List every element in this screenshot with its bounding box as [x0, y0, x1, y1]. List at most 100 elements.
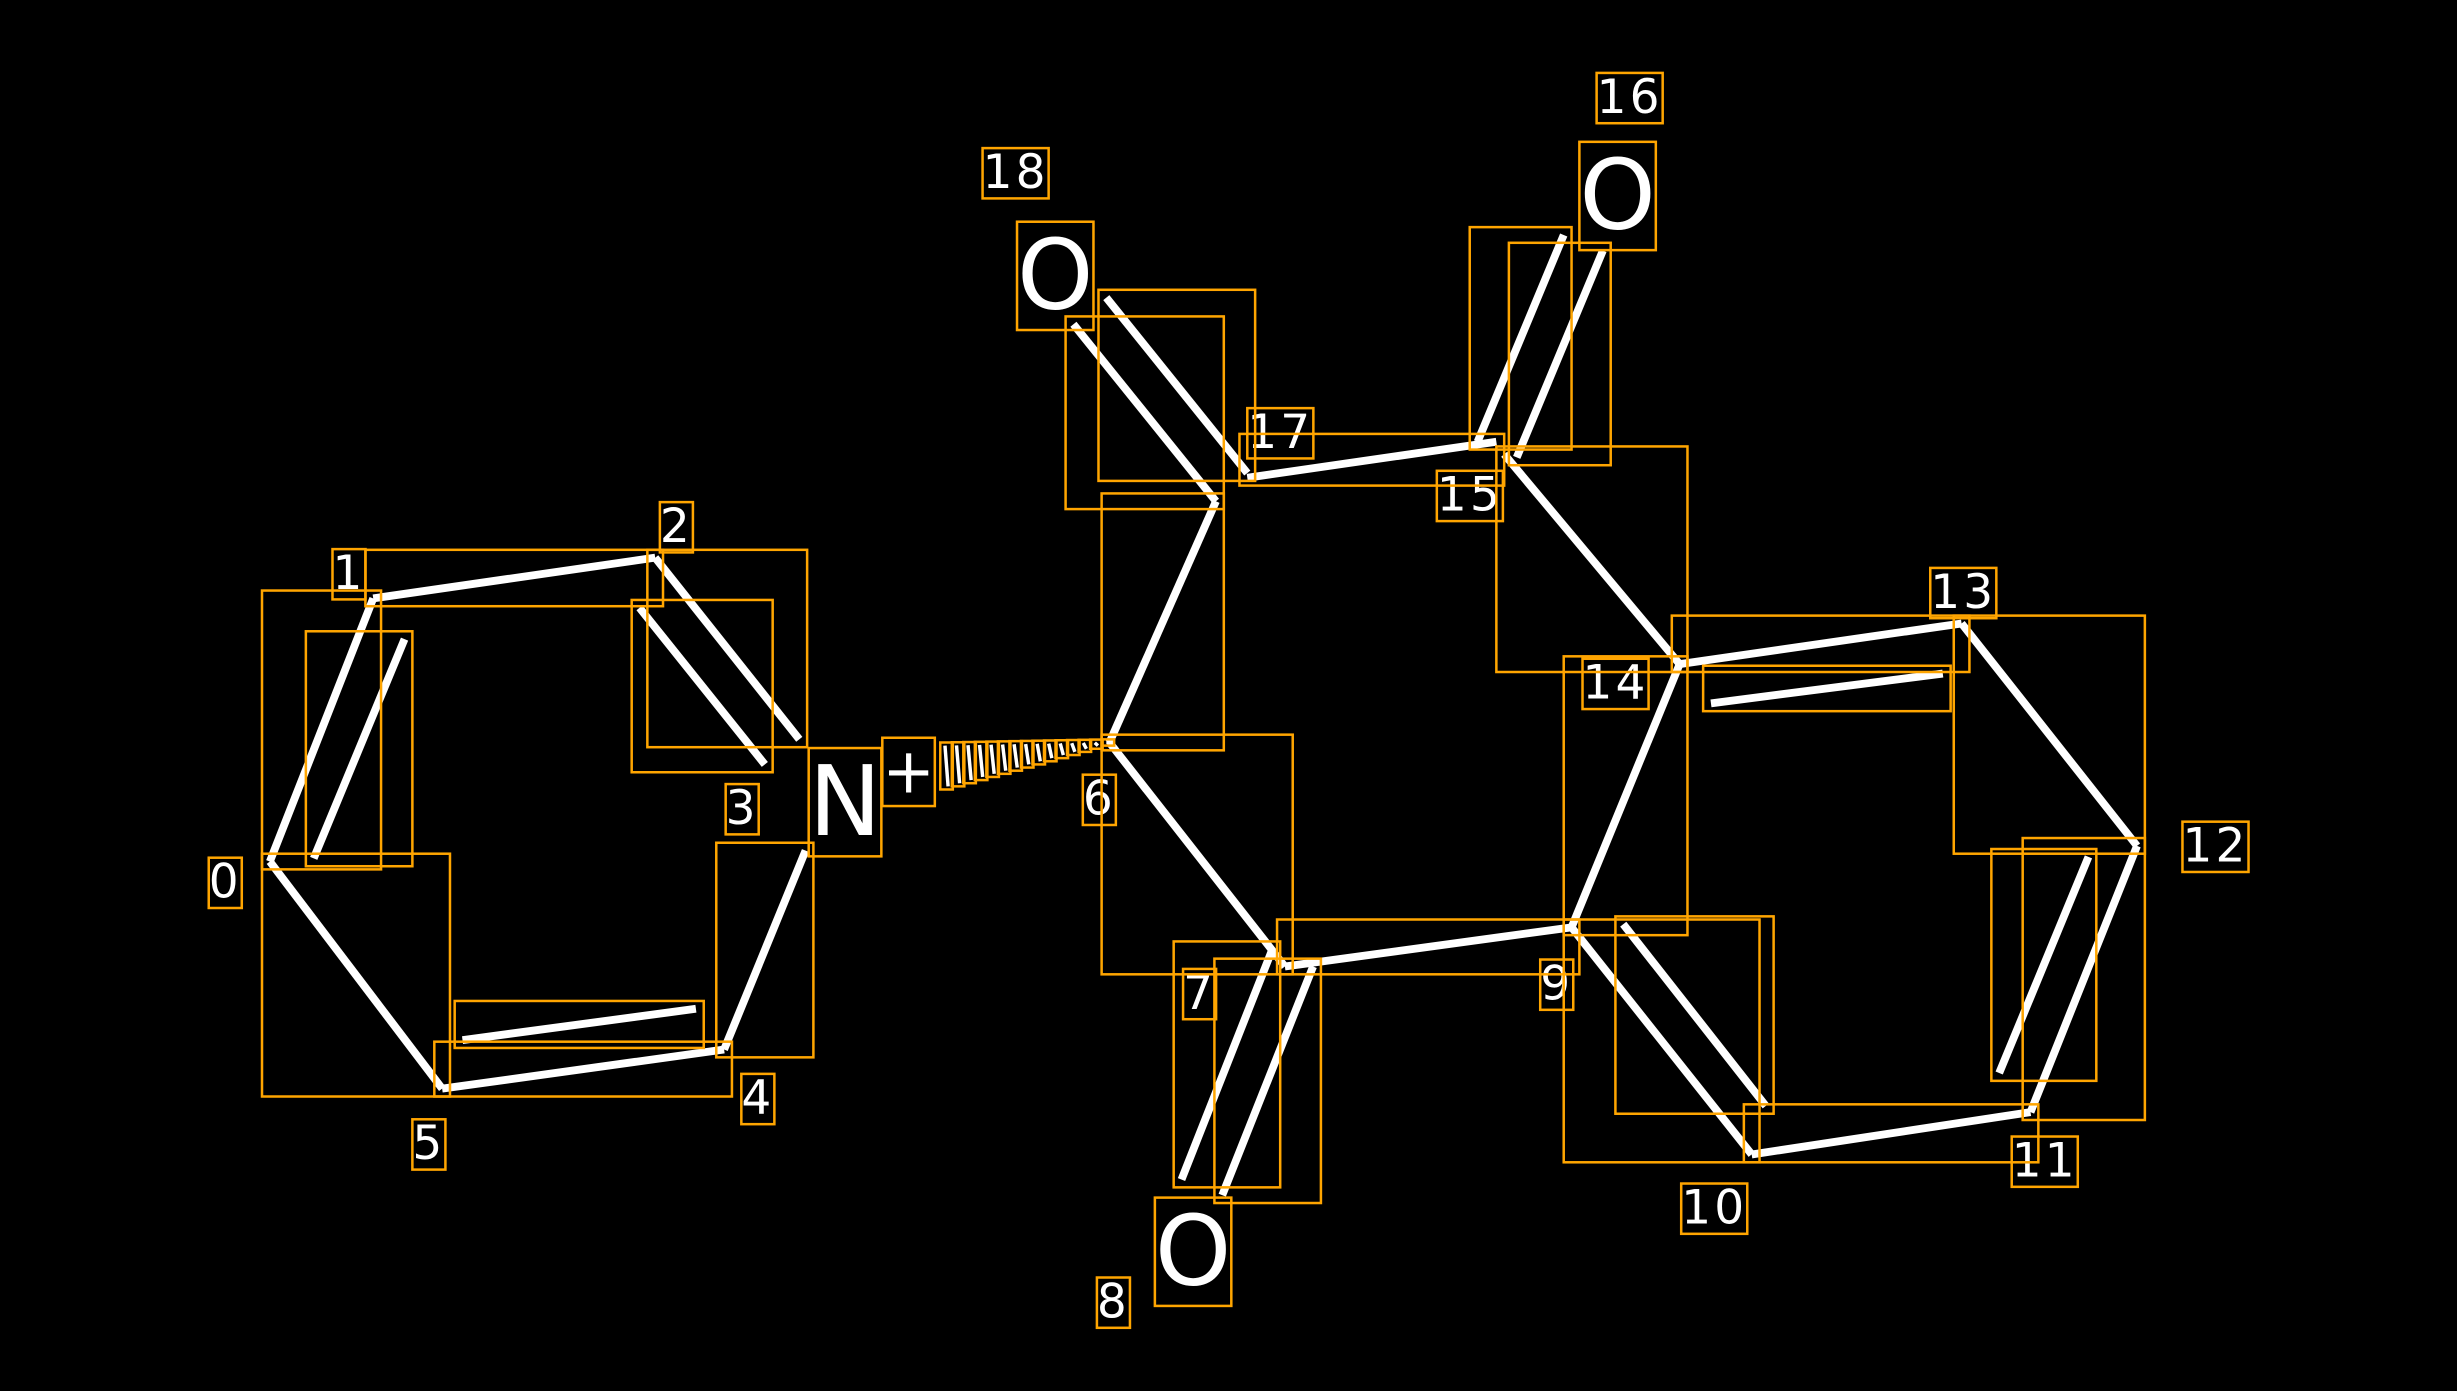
bond-line — [461, 1004, 697, 1044]
label-bounding-box — [1081, 773, 1118, 827]
wedge-hash — [1012, 744, 1019, 768]
bond-bounding-box — [1097, 288, 1257, 483]
label-bounding-box — [1679, 1182, 1749, 1236]
bond-bounding-box — [1275, 918, 1581, 976]
atom-index-4: 4 — [741, 1071, 774, 1126]
wedge-hash — [966, 745, 973, 781]
bond-line — [1710, 669, 1944, 708]
label-bounding-box — [2181, 820, 2250, 874]
bond-line — [1218, 965, 1317, 1197]
bond-line — [1070, 321, 1220, 504]
element-label-o8: O — [1155, 1194, 1231, 1307]
atom-index-1: 1 — [332, 546, 365, 601]
atom-index-2: 2 — [660, 499, 693, 554]
bond-line — [1567, 662, 1684, 929]
bond-bounding-box — [260, 589, 383, 871]
bond-bounding-box — [630, 598, 774, 774]
bond-bounding-box — [1064, 315, 1226, 511]
bond-line — [1513, 249, 1607, 459]
bond-line — [1751, 1108, 2032, 1159]
label-bounding-box — [1246, 406, 1315, 460]
element-label-n: N — [809, 745, 882, 858]
atom-index-16: 16 — [1597, 70, 1663, 125]
label-bounding-box — [1581, 657, 1650, 711]
bond-bounding-box — [1742, 1103, 2040, 1164]
bond-bounding-box — [1952, 614, 2147, 855]
bond-bounding-box — [1614, 915, 1775, 1115]
bond-line — [1246, 437, 1497, 482]
wedge-hash — [977, 744, 985, 778]
atom-index-3: 3 — [726, 781, 759, 836]
label-bounding-box — [1929, 566, 1998, 620]
bond-line — [441, 1045, 725, 1093]
atom-index-14: 14 — [1583, 656, 1649, 711]
atom-index-13: 13 — [1930, 565, 1996, 620]
wedge-hash — [1058, 742, 1066, 756]
bond-bounding-box — [1213, 957, 1323, 1205]
atom-index-10: 10 — [1681, 1180, 1747, 1235]
bond-bounding-box — [1172, 940, 1282, 1189]
bonds-layer — [266, 233, 2141, 1197]
label-bounding-box — [724, 782, 760, 836]
element-label-o18: O — [1017, 219, 1093, 332]
wedge-hash-box — [1100, 738, 1116, 747]
bond-line — [1568, 924, 1755, 1157]
bond-line — [1473, 233, 1568, 444]
wedge-hash — [943, 745, 950, 787]
bond-line — [1105, 499, 1220, 745]
bond-line — [1106, 740, 1288, 969]
wedge-hash — [1093, 741, 1100, 747]
wedge-hash — [1081, 742, 1088, 750]
bond-line — [266, 596, 377, 863]
atom-index-11: 11 — [2012, 1133, 2078, 1188]
label-bounding-box — [1435, 469, 1505, 523]
wedge-hash — [1047, 743, 1054, 759]
bond-bounding-box — [1468, 225, 1573, 451]
bond-line — [1958, 621, 2141, 849]
wedge-hash — [1000, 744, 1008, 771]
label-bounding-box — [981, 146, 1050, 200]
bond-bounding-box — [453, 999, 705, 1050]
bond-line — [1620, 921, 1769, 1109]
bond-bounding-box — [1670, 614, 1971, 674]
atom-index-18: 18 — [983, 145, 1049, 200]
bond-bounding-box — [1495, 445, 1689, 674]
atom-index-6: 6 — [1083, 772, 1116, 827]
bond-line — [636, 605, 768, 767]
label-bounding-box — [740, 1072, 776, 1126]
label-bounding-box — [2010, 1135, 2080, 1189]
element-label-o16: O — [1579, 139, 1655, 252]
bond-line — [652, 555, 803, 742]
bond-bounding-box — [433, 1040, 734, 1098]
bond-bounding-box — [304, 630, 414, 868]
bond-bounding-box — [1507, 241, 1612, 467]
bond-line — [720, 849, 810, 1051]
label-bounding-box — [658, 500, 695, 554]
label-bounding-box — [1015, 220, 1095, 332]
bond-bounding-box — [1990, 847, 2098, 1083]
label-bounding-box — [1538, 958, 1575, 1012]
bounding-boxes-layer — [207, 71, 2250, 1330]
wedge-hash — [1070, 742, 1077, 753]
atom-index-0: 0 — [209, 855, 242, 910]
bond-line — [1501, 451, 1683, 667]
bond-bounding-box — [1562, 918, 1761, 1164]
bond-bounding-box — [2021, 836, 2147, 1122]
bond-line — [310, 637, 409, 860]
label-bounding-box — [1578, 140, 1658, 252]
wedge-hash — [954, 745, 962, 784]
label-bounding-box — [1595, 71, 1664, 125]
bond-bounding-box — [646, 548, 809, 749]
atom-index-12: 12 — [2182, 819, 2248, 874]
bond-line — [1679, 619, 1963, 669]
bond-line — [2026, 844, 2141, 1114]
bond-line — [1284, 923, 1573, 971]
bond-line — [372, 553, 656, 603]
bond-bounding-box — [715, 841, 815, 1059]
atom-index-15: 15 — [1437, 468, 1503, 523]
bond-bounding-box — [1562, 655, 1689, 937]
bond-line — [266, 859, 446, 1092]
bond-line — [1995, 855, 2093, 1075]
atom-index-9: 9 — [1540, 956, 1573, 1011]
